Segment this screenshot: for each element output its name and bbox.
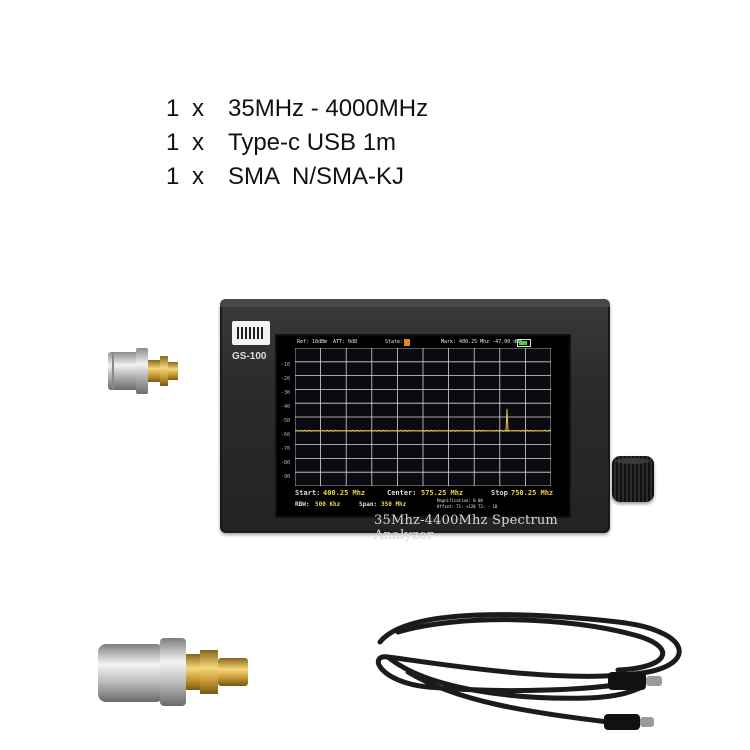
offset-readout: Offset: T1: +120 T2: - 10 [437,504,498,509]
rotary-knob-icon[interactable] [612,456,654,502]
center-value: 575.25 Mhz [421,489,464,497]
y-tick-label: -90 [281,474,291,480]
spectrum-plot [294,347,552,487]
y-tick-label: -30 [281,390,291,396]
spectrum-grid [294,347,552,487]
item-times: x [192,95,204,122]
device-caption: 35Mhz-4400Mhz Spectrum Analyzer [374,513,558,543]
y-tick-label: -80 [281,460,291,466]
brand-logo [232,321,270,345]
battery-icon [517,339,531,347]
y-tick-label: -40 [281,404,291,410]
item-name: Type-c USB 1m [228,129,397,156]
y-tick-label: -10 [281,362,291,368]
item-quantity: 1 [166,163,180,190]
y-tick-label: -70 [281,446,291,452]
item-name: SMA N/SMA-KJ [228,163,405,190]
ref-level: Ref: 10dBm [297,339,328,345]
stop-value: 750.25 Mhz [511,489,554,497]
item-times: x [192,163,204,190]
marker-readout: Mark: 400.25 Mhz -47.00 dBm [441,339,523,345]
rbw-value: 500 Khz [315,501,341,508]
span-value: 350 Mhz [381,501,407,508]
y-tick-label: -20 [281,376,291,382]
item-name: 35MHz - 4000MHz [228,95,429,122]
item-quantity: 1 [166,95,180,122]
start-value: 400.25 Mhz [323,489,366,497]
item-times: x [192,129,204,156]
span-label: Span: [359,501,378,508]
spectrum-analyzer-device: GS-100 Ref: 10dBm ATT: 0dB State: Mark: … [220,299,610,543]
analyzer-screen: Ref: 10dBm ATT: 0dB State: Mark: 400.25 … [275,334,571,518]
usb-c-cable-icon [376,612,682,730]
device-top-edge [220,299,610,307]
rbw-label: RBW: [295,501,310,508]
magnification-readout: Magnification: 0.00 [437,498,483,503]
start-label: Start: [295,489,321,497]
item-quantity: 1 [166,129,180,156]
state-label: State: [385,339,404,345]
n-type-connector-icon [108,348,178,394]
y-tick-label: -60 [281,432,291,438]
status-indicator [404,339,410,346]
model-label: GS-100 [232,351,267,362]
stop-label: Stop [491,489,508,497]
sma-adapter-icon [98,638,248,706]
spectrum-trace [294,408,552,433]
center-label: Center: [387,489,417,497]
y-tick-label: -50 [281,418,291,424]
attenuation: ATT: 0dB [333,339,358,345]
